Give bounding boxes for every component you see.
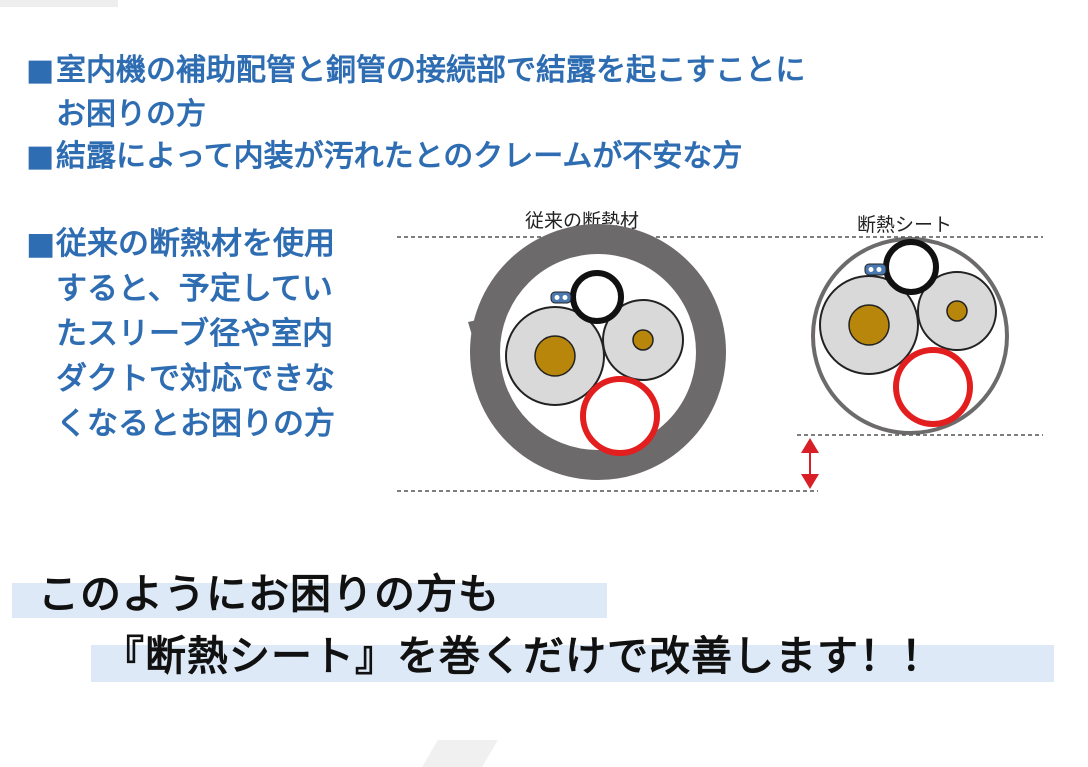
- bullet-interior-stain: ■結露によって内装が汚れたとのクレームが不安な方: [26, 135, 742, 179]
- wrap-overlap-icon: [468, 318, 486, 342]
- bullet-line: くなるとお困りの方: [56, 406, 335, 442]
- reference-lines: [397, 236, 1043, 492]
- bullet-line: すると、予定してい: [56, 271, 333, 307]
- sheet-bundle: [811, 237, 1009, 435]
- copper-pipe-large: [534, 335, 576, 377]
- highlight-band: [91, 645, 1054, 682]
- conclusion-line-2: 『断熱シート』を巻くだけで改善します！！: [103, 632, 943, 680]
- drain-hose: [893, 347, 973, 427]
- highlight-band: [12, 583, 607, 618]
- signal-wire-icon: [864, 263, 887, 276]
- bullet-line: 結露によって内装が汚れたとのクレームが不安な方: [56, 139, 743, 174]
- copper-pipe-small: [946, 300, 968, 322]
- bullet-line: 従来の断熱材を使用: [56, 226, 335, 262]
- conventional-bundle: [468, 224, 726, 480]
- bullet-sleeve-size: ■従来の断熱材を使用 すると、予定してい たスリーブ径や室内 ダクトで対応できな…: [26, 222, 335, 447]
- conclusion-line-1: このようにお困りの方も: [38, 570, 500, 618]
- square-bullet-icon: ■: [26, 53, 55, 88]
- size-difference-arrow-icon: [801, 438, 819, 489]
- cable-ring: [570, 270, 624, 324]
- square-bullet-icon: ■: [26, 139, 55, 174]
- label-insulation-sheet: 断熱シート: [857, 214, 953, 236]
- copper-pipe-large: [848, 304, 890, 346]
- corner-decoration: [0, 0, 118, 7]
- signal-wire-icon: [550, 291, 572, 304]
- drain-hose: [580, 376, 660, 456]
- bullet-line: ダクトで対応できな: [56, 361, 335, 397]
- copper-pipe-small: [632, 329, 654, 351]
- thin-sheet-ring: [811, 237, 1009, 435]
- bullet-line: たスリーブ径や室内: [56, 316, 334, 352]
- square-bullet-icon: ■: [26, 226, 56, 262]
- bullet-line: お困りの方: [56, 97, 206, 132]
- thick-insulation-ring: [470, 224, 726, 480]
- bullet-condensation-joint: ■室内機の補助配管と銅管の接続部で結露を起こすことに お困りの方: [26, 49, 805, 137]
- cable-ring: [883, 239, 939, 295]
- bullet-line: 室内機の補助配管と銅管の接続部で結露を起こすことに: [56, 53, 806, 88]
